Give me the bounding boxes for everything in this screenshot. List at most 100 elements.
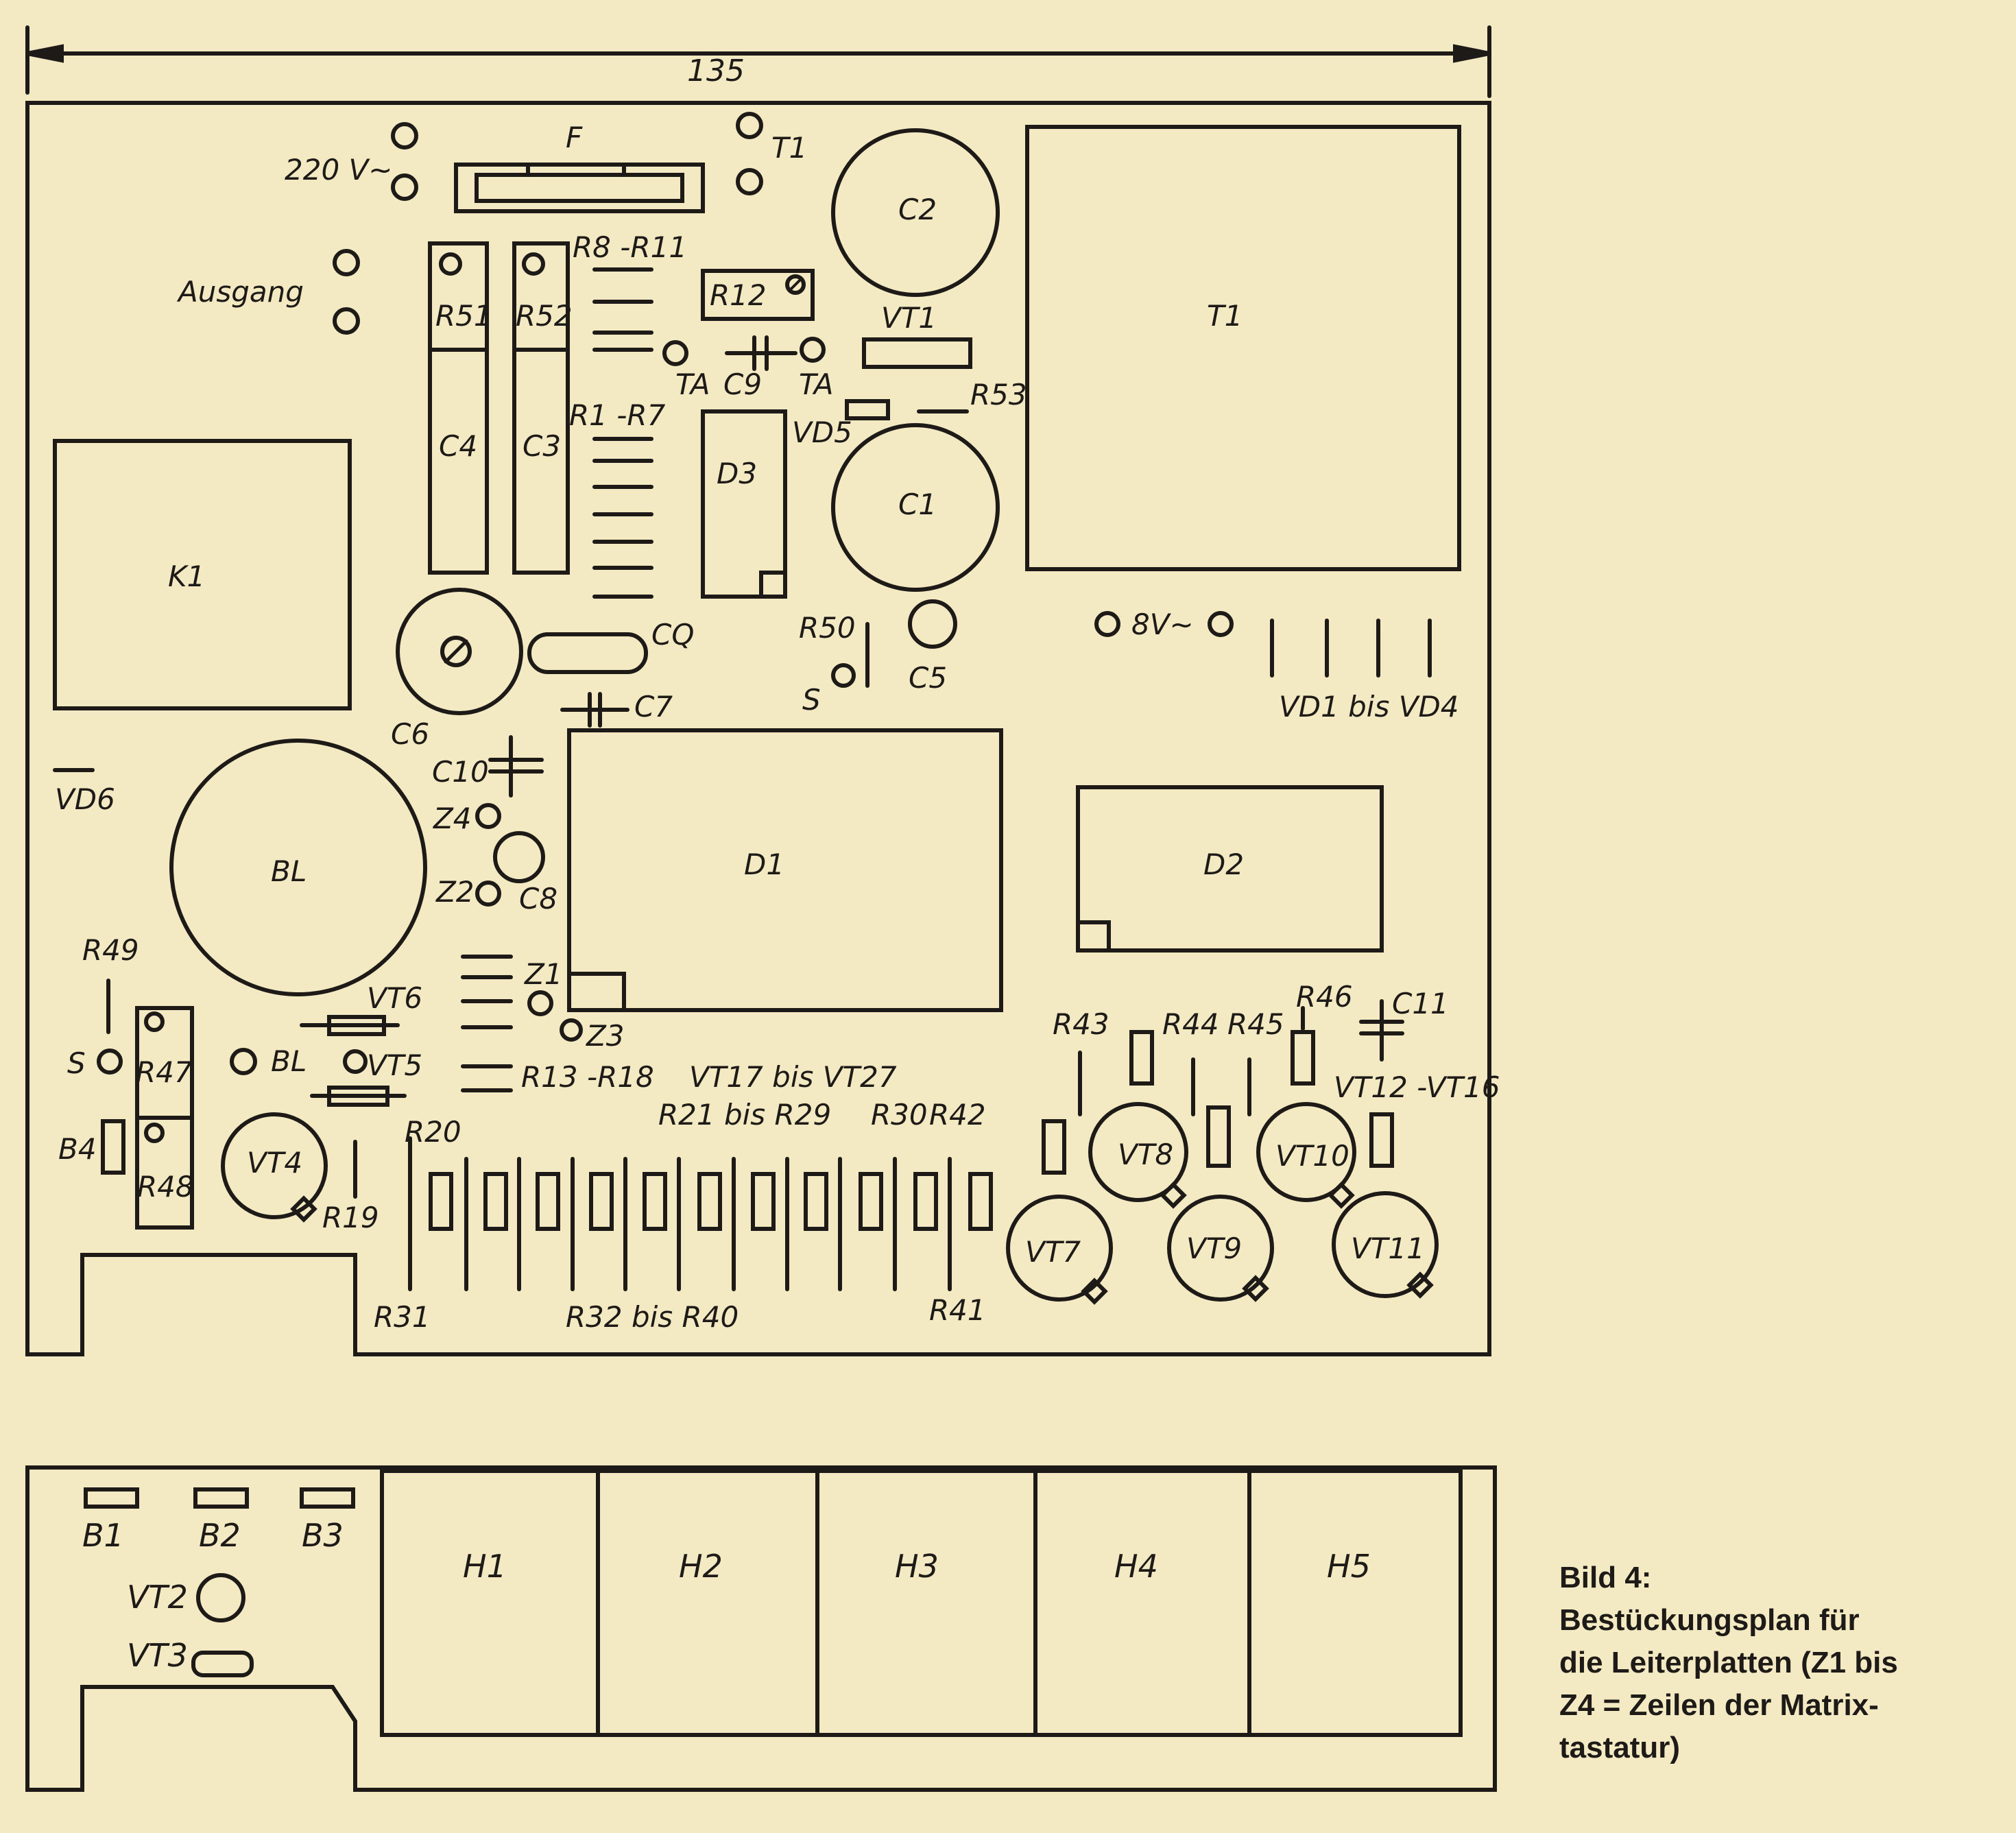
component-label: VT2 bbox=[127, 1579, 188, 1616]
component-label: C7 bbox=[634, 690, 673, 723]
component-label: C10 bbox=[432, 755, 489, 789]
terminal-z1 bbox=[527, 990, 553, 1016]
transformer-t1 bbox=[1025, 125, 1461, 571]
component-label: BL bbox=[271, 1044, 307, 1078]
buttons-b1-b3 bbox=[84, 1487, 355, 1509]
component-label: R47 bbox=[136, 1055, 193, 1089]
component-label: C2 bbox=[898, 193, 937, 226]
resistor-vt6 bbox=[300, 1015, 400, 1036]
component-label: B1 bbox=[82, 1517, 124, 1554]
component-label: Z4 bbox=[433, 802, 472, 835]
resistors-r8-r11 bbox=[592, 267, 653, 352]
caption-line: Z4 = Zeilen der Matrix- bbox=[1559, 1688, 1879, 1722]
ic-d1 bbox=[567, 728, 1003, 1012]
capacitor-c11 bbox=[1359, 999, 1404, 1062]
component-label: R52 bbox=[516, 299, 573, 333]
mains-terminals bbox=[333, 112, 763, 335]
component-label: R19 bbox=[322, 1201, 379, 1234]
component-label: C6 bbox=[391, 717, 429, 751]
ic-d2 bbox=[1076, 785, 1384, 953]
component-label: R42 bbox=[929, 1098, 986, 1131]
component-label: C9 bbox=[723, 368, 762, 401]
trimmer-capacitor-c6 bbox=[396, 588, 523, 715]
component-label: R48 bbox=[137, 1170, 194, 1203]
component-label: VT3 bbox=[127, 1637, 188, 1674]
capacitor-c8 bbox=[493, 831, 545, 883]
diodes-vd1-vd4 bbox=[1270, 619, 1432, 678]
resistors-r13-r18 bbox=[461, 955, 513, 1092]
label-vd-range: VD1 bis VD4 bbox=[1279, 690, 1459, 723]
terminal-z4 bbox=[475, 803, 501, 829]
component-label: C5 bbox=[909, 661, 947, 695]
component-label: VT7 bbox=[1025, 1235, 1081, 1269]
display-label: H1 bbox=[463, 1548, 507, 1585]
component-label: VT8 bbox=[1118, 1138, 1173, 1171]
capacitor-c2 bbox=[831, 128, 1000, 297]
component-label: VT11 bbox=[1351, 1232, 1425, 1265]
terminal-s bbox=[831, 663, 856, 688]
component-label: Z2 bbox=[435, 875, 475, 909]
resistor-vt5 bbox=[310, 1086, 407, 1107]
label-output: Ausgang bbox=[176, 275, 304, 309]
component-label: BL bbox=[271, 854, 307, 888]
component-label: C1 bbox=[898, 488, 937, 521]
component-label: S bbox=[67, 1046, 86, 1080]
component-label: VT6 bbox=[367, 981, 422, 1015]
transistors-vt7-vt11 bbox=[1006, 1102, 1439, 1305]
caption-line: tastatur) bbox=[1559, 1731, 1681, 1764]
component-label: VT17 bis VT27 bbox=[689, 1060, 897, 1094]
upper-board-outline bbox=[25, 101, 1491, 1356]
component-label: R53 bbox=[970, 378, 1027, 411]
display-label: H3 bbox=[895, 1548, 939, 1585]
dimension-line bbox=[25, 25, 1491, 98]
display-label: H5 bbox=[1327, 1548, 1371, 1585]
component-label: D1 bbox=[744, 848, 784, 881]
terminal-s bbox=[97, 1049, 123, 1075]
ic-d3 bbox=[701, 409, 787, 599]
transistor-vt1 bbox=[862, 337, 972, 369]
component-label: S bbox=[802, 683, 821, 717]
component-label: R50 bbox=[799, 611, 856, 645]
component-label: B4 bbox=[58, 1132, 97, 1166]
component-label: R44 bbox=[1162, 1007, 1219, 1041]
component-label: B3 bbox=[302, 1517, 344, 1554]
transistor-vt3 bbox=[191, 1651, 254, 1677]
component-label: R12 bbox=[710, 278, 767, 312]
component-label: R45 bbox=[1227, 1007, 1284, 1041]
resistors-r43-r46 bbox=[1042, 1006, 1394, 1175]
resistor-b4 bbox=[101, 1119, 125, 1175]
terminal-vt5 bbox=[343, 1049, 368, 1074]
component-label: R21 bis R29 bbox=[658, 1098, 831, 1131]
component-label: VT10 bbox=[1275, 1139, 1349, 1173]
terminal-z2 bbox=[475, 880, 501, 907]
component-label: Z3 bbox=[586, 1019, 625, 1053]
component-label: R41 bbox=[929, 1293, 986, 1327]
component-label: VD6 bbox=[55, 782, 115, 816]
caption-line: Bild 4: bbox=[1559, 1561, 1652, 1594]
component-label: R51 bbox=[435, 299, 492, 333]
terminal-z3 bbox=[560, 1018, 583, 1042]
terminal-bl bbox=[230, 1048, 257, 1075]
display-label: H4 bbox=[1114, 1548, 1158, 1585]
component-label: R8 -R11 bbox=[573, 230, 687, 264]
component-label: R31 bbox=[374, 1300, 431, 1334]
capacitor-c9 bbox=[662, 335, 826, 371]
diode-resistor-row bbox=[408, 1136, 993, 1291]
display-row bbox=[380, 1469, 1463, 1737]
component-label: VT9 bbox=[1186, 1232, 1242, 1265]
component-label: R20 bbox=[405, 1115, 461, 1149]
caption-line: die Leiterplatten (Z1 bis bbox=[1559, 1646, 1898, 1679]
component-label: C11 bbox=[1392, 987, 1449, 1020]
capacitor-c5 bbox=[908, 599, 957, 649]
terminal-8v bbox=[1208, 611, 1234, 637]
resistors-r1-r7 bbox=[592, 437, 653, 599]
component-label: VT1 bbox=[881, 301, 937, 335]
label-mains: 220 V~ bbox=[285, 153, 392, 187]
component-label: R30 bbox=[871, 1098, 928, 1131]
component-label: R49 bbox=[82, 933, 139, 967]
component-label: R32 bis R40 bbox=[566, 1300, 739, 1334]
label-t1: T1 bbox=[1207, 299, 1243, 333]
display-label: H2 bbox=[679, 1548, 723, 1585]
